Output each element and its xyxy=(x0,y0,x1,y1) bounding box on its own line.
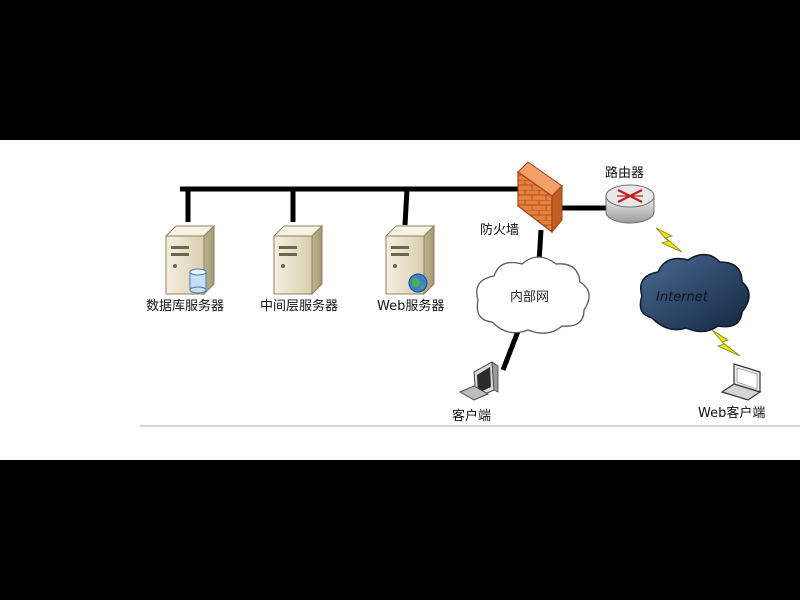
database-cylinder-icon xyxy=(189,268,207,294)
drop-line-web xyxy=(402,188,410,226)
middle-tier-server-icon xyxy=(272,224,324,296)
web-client-label: Web客户端 xyxy=(698,405,765,421)
router-label: 路由器 xyxy=(605,165,644,181)
database-server-label: 数据库服务器 xyxy=(146,298,224,314)
internet-label: Internet xyxy=(656,290,709,305)
lightning-internet-laptop-icon xyxy=(711,329,741,357)
lightning-router-internet-icon xyxy=(655,227,683,253)
web-server-icon xyxy=(384,224,436,296)
firewall-label: 防火墙 xyxy=(480,222,519,238)
intranet-cloud-icon xyxy=(476,256,590,334)
firewall-icon xyxy=(517,161,563,234)
intranet-label: 内部网 xyxy=(510,289,549,305)
router-icon xyxy=(605,184,655,224)
left-margin-strip xyxy=(0,140,140,460)
middle-tier-server-label: 中间层服务器 xyxy=(260,298,338,314)
database-server-icon xyxy=(164,224,216,296)
laptop-icon xyxy=(720,363,762,401)
client-label: 客户端 xyxy=(452,408,491,424)
web-server-label: Web服务器 xyxy=(377,298,444,314)
intranet-client-link xyxy=(500,325,523,371)
desktop-monitor-icon xyxy=(458,361,499,401)
internet-cloud-icon xyxy=(639,253,750,333)
globe-icon xyxy=(408,273,428,293)
